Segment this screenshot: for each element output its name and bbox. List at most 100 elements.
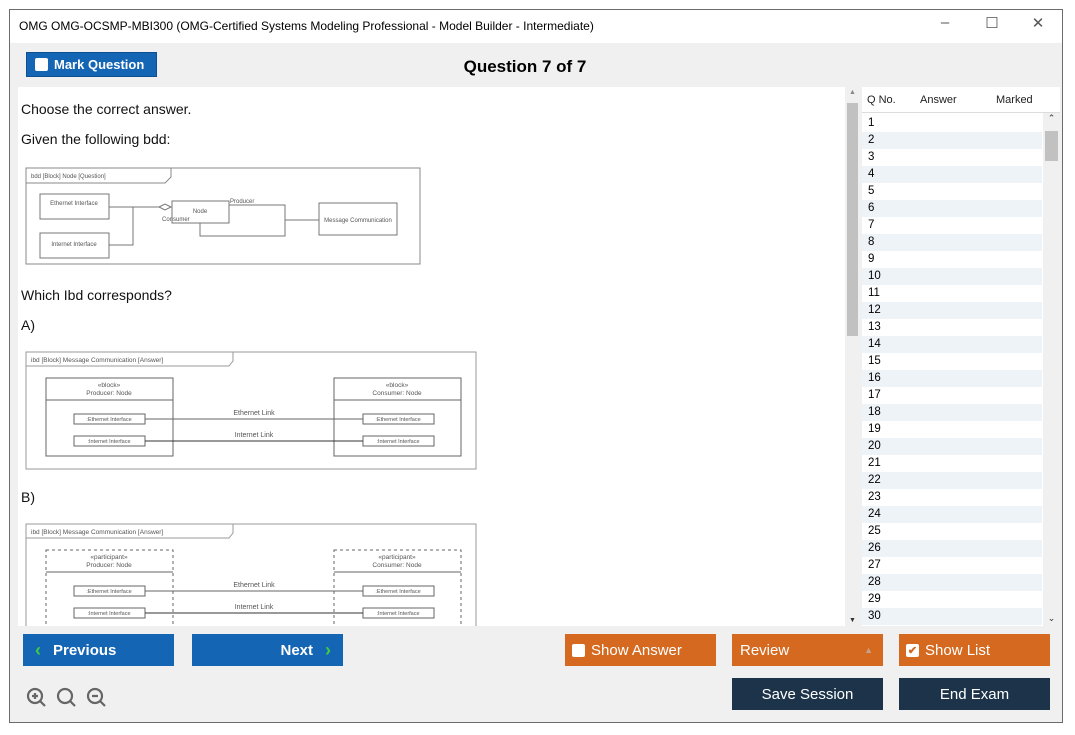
stereotype: «participant»: [90, 554, 128, 561]
list-row[interactable]: 4: [862, 166, 1042, 183]
part-name: Producer: Node: [86, 562, 132, 569]
connector-label: Ethernet Link: [233, 582, 275, 589]
part-name: Producer: Node: [86, 390, 132, 397]
part-name: Consumer: Node: [372, 562, 422, 569]
list-row[interactable]: 17: [868, 389, 881, 401]
list-row[interactable]: 27: [868, 559, 881, 571]
list-row[interactable]: 12: [862, 302, 1042, 319]
show-list-button[interactable]: ✔ Show List: [899, 634, 1050, 666]
list-row[interactable]: 11: [868, 287, 880, 299]
port: :Internet Interface: [87, 611, 130, 617]
ibd-header: ibd [Block] Message Communication [Answe…: [31, 357, 163, 364]
save-session-button[interactable]: Save Session: [732, 678, 883, 710]
bdd-block: Ethernet Interface: [50, 201, 98, 207]
previous-button[interactable]: ‹Previous: [23, 634, 174, 666]
connector-label: Ethernet Link: [233, 410, 275, 417]
list-row[interactable]: 1: [868, 117, 875, 129]
bdd-block: Node: [193, 209, 208, 215]
close-button[interactable]: ✕: [1031, 15, 1045, 32]
list-row[interactable]: 26: [862, 540, 1042, 557]
header-answer: Answer: [920, 94, 957, 106]
ibd-diagram-option-b: ibd [Block] Message Communication [Answe…: [25, 523, 477, 626]
list-row[interactable]: 15: [868, 355, 881, 367]
content-scrollbar[interactable]: ▲▼: [845, 87, 860, 626]
bdd-block: Message Communication: [324, 218, 392, 224]
list-row[interactable]: 6: [862, 200, 1042, 217]
list-row[interactable]: 21: [868, 457, 881, 469]
checkbox-icon[interactable]: [35, 58, 48, 71]
port: :Ethernet Interface: [375, 589, 420, 595]
list-row[interactable]: 30: [862, 608, 1042, 625]
minimize-button[interactable]: –: [940, 14, 950, 31]
zoom-in-icon[interactable]: [26, 687, 46, 707]
app-window: OMG OMG-OCSMP-MBI300 (OMG-Certified Syst…: [9, 9, 1063, 723]
show-list-label: Show List: [925, 641, 991, 659]
list-row[interactable]: 22: [862, 472, 1042, 489]
next-button[interactable]: Next ›: [192, 634, 343, 666]
show-answer-label: Show Answer: [591, 641, 682, 659]
window-title: OMG OMG-OCSMP-MBI300 (OMG-Certified Syst…: [19, 19, 594, 33]
checkbox-icon[interactable]: [572, 643, 585, 657]
port: :Internet Interface: [87, 439, 130, 445]
chevron-right-icon: ›: [325, 639, 331, 660]
show-answer-button[interactable]: Show Answer: [565, 634, 716, 666]
scroll-thumb[interactable]: [847, 103, 858, 336]
list-row[interactable]: 29: [868, 593, 881, 605]
list-row[interactable]: 24: [862, 506, 1042, 523]
end-exam-button[interactable]: End Exam: [899, 678, 1050, 710]
list-row[interactable]: 16: [862, 370, 1042, 387]
next-label: Next: [280, 641, 313, 659]
mark-question-button[interactable]: Mark Question: [26, 52, 157, 77]
list-row[interactable]: 25: [868, 525, 881, 537]
stereotype: «block»: [98, 382, 121, 389]
stereotype: «block»: [386, 382, 409, 389]
ibd-header: ibd [Block] Message Communication [Answe…: [31, 529, 163, 536]
prompt-text: Which Ibd corresponds?: [21, 287, 172, 303]
checkmark-icon[interactable]: ✔: [906, 643, 919, 657]
bdd-diagram: bdd [Block] Node [Question] Ethernet Int…: [25, 167, 421, 265]
chevron-left-icon: ‹: [35, 639, 41, 660]
bdd-block: Internet Interface: [51, 242, 97, 248]
option-b-label: B): [21, 489, 35, 505]
option-a-label: A): [21, 317, 35, 333]
title-bar: OMG OMG-OCSMP-MBI300 (OMG-Certified Syst…: [10, 10, 1062, 43]
list-row[interactable]: 23: [868, 491, 881, 503]
zoom-reset-icon[interactable]: [56, 687, 76, 707]
list-row[interactable]: 2: [862, 132, 1042, 149]
list-scroll-thumb[interactable]: [1045, 131, 1058, 161]
bdd-header: bdd [Block] Node [Question]: [31, 174, 106, 180]
question-content: Choose the correct answer. Given the fol…: [18, 87, 845, 626]
list-row[interactable]: 10: [862, 268, 1042, 285]
list-row[interactable]: 18: [862, 404, 1042, 421]
review-label: Review: [740, 641, 790, 659]
connector-label: Internet Link: [235, 432, 274, 439]
list-row[interactable]: 28: [862, 574, 1042, 591]
end-exam-label: End Exam: [939, 685, 1010, 703]
list-scrollbar[interactable]: ⌃⌄: [1043, 113, 1060, 626]
mark-question-label: Mark Question: [54, 57, 145, 72]
list-row[interactable]: 8: [862, 234, 1042, 251]
list-row[interactable]: 7: [868, 219, 875, 231]
list-row[interactable]: 9: [868, 253, 875, 265]
review-dropdown[interactable]: Review ▲: [732, 634, 883, 666]
header-marked: Marked: [996, 94, 1033, 106]
list-row[interactable]: 19: [868, 423, 881, 435]
port: :Ethernet Interface: [86, 417, 131, 423]
port: :Ethernet Interface: [86, 589, 131, 595]
zoom-out-icon[interactable]: [86, 687, 106, 707]
list-row[interactable]: 3: [868, 151, 875, 163]
zoom-controls: [26, 687, 106, 707]
port: :Internet Interface: [376, 611, 419, 617]
maximize-button[interactable]: ☐: [985, 15, 999, 32]
list-row[interactable]: 13: [868, 321, 881, 333]
bdd-role: Consumer: [162, 217, 190, 223]
list-row[interactable]: 5: [868, 185, 875, 197]
part-name: Consumer: Node: [372, 390, 422, 397]
header-qno: Q No.: [867, 94, 896, 106]
intro-text: Given the following bdd:: [21, 131, 171, 147]
list-header: Q No. Answer Marked: [862, 87, 1060, 113]
list-row[interactable]: 14: [862, 336, 1042, 353]
caret-up-icon: ▲: [864, 645, 873, 655]
list-row[interactable]: 20: [862, 438, 1042, 455]
